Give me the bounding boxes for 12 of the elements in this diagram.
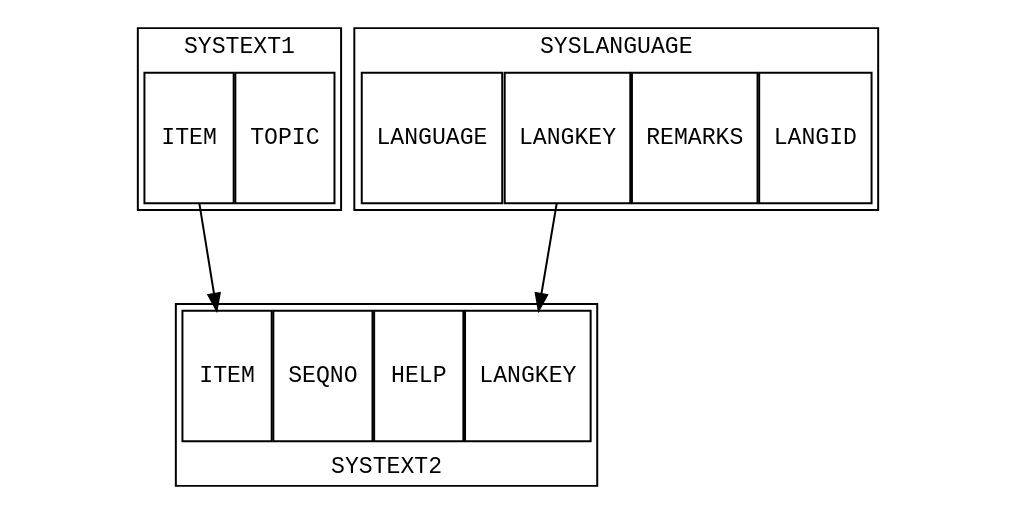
node-box: REMARKS: [630, 71, 759, 205]
node-box: LANGKEY: [464, 309, 592, 443]
node-box: LANGKEY: [503, 71, 632, 205]
node-box: HELP: [373, 309, 465, 443]
arrow: [198, 202, 221, 314]
node-box: LANGID: [758, 71, 873, 205]
node-box: SEQNO: [272, 309, 374, 443]
node-box: TOPIC: [234, 71, 336, 205]
node-box: ITEM: [143, 71, 235, 205]
node-box: ITEM: [181, 309, 273, 443]
arrow: [534, 202, 558, 314]
node-box: LANGUAGE: [360, 71, 504, 205]
